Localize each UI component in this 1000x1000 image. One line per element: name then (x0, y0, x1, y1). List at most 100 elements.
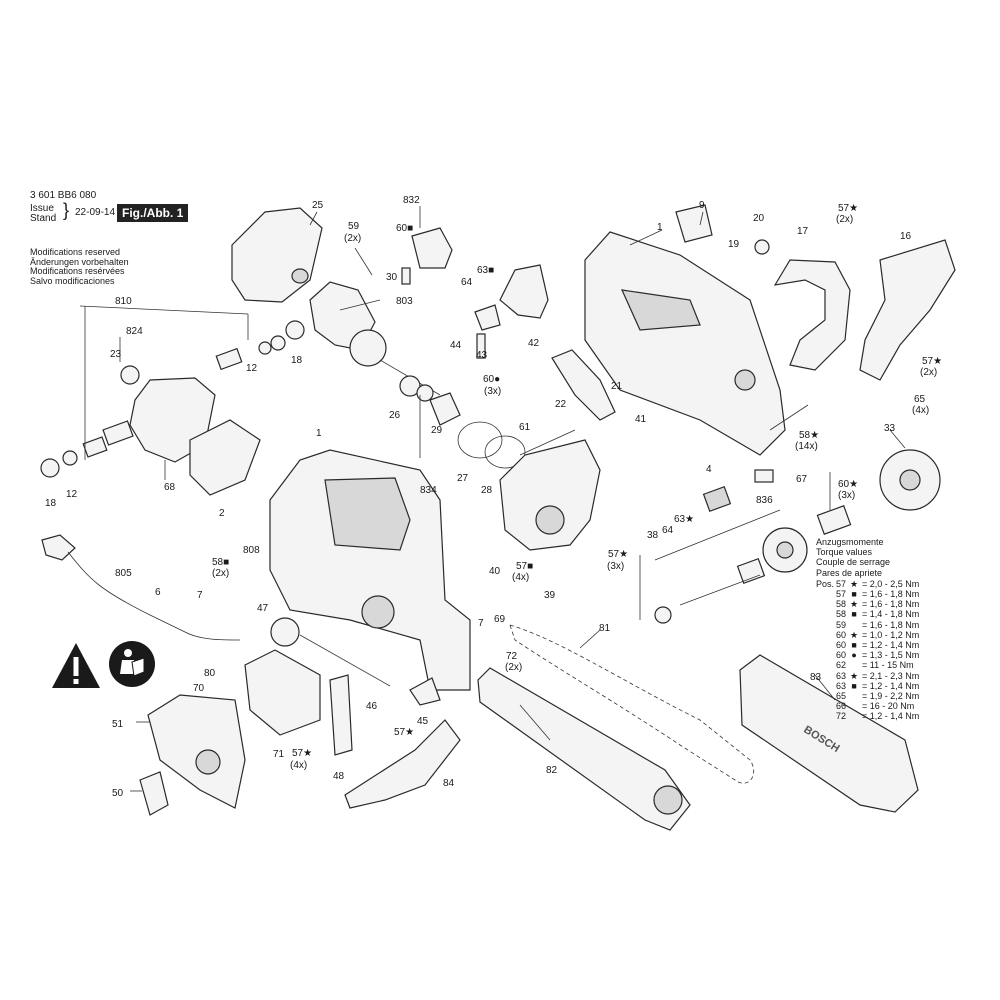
callout-72: 72 (506, 651, 518, 662)
callout-64b: 64 (662, 525, 674, 536)
callout-60a: 60■ (396, 223, 414, 234)
housing-part-1-upper (584, 231, 786, 456)
torque-row: 60★= 1,0 - 1,2 Nm (816, 630, 921, 640)
callout-27: 27 (457, 473, 469, 484)
torque-value: = 1,9 - 2,2 Nm (862, 691, 920, 702)
callout-69: 69 (494, 614, 506, 625)
callout-57f: 57★ (394, 727, 415, 738)
callout-58bq: (2x) (212, 568, 230, 579)
torque-pos: 62 (836, 660, 847, 671)
torque-row: 60●= 1,3 - 1,5 Nm (816, 650, 921, 660)
torque-symbol (848, 660, 862, 670)
callout-60c: 60★ (838, 479, 859, 490)
torque-symbol: ■ (851, 640, 857, 651)
part-4 (702, 486, 732, 512)
callout-80: 80 (204, 668, 216, 679)
torque-heading: Pares de apriete (816, 567, 883, 578)
part-84 (344, 719, 461, 809)
torque-value: = 16 - 20 Nm (862, 701, 915, 712)
power-cord-part-805 (41, 534, 241, 641)
callout-64a: 64 (461, 277, 473, 288)
brace: } (63, 200, 70, 220)
callout-28: 28 (481, 485, 493, 496)
brake-lever-part-22 (551, 349, 616, 421)
callout-51: 51 (112, 719, 124, 730)
callout-72q: (2x) (505, 662, 523, 673)
saw-chain-part-81 (509, 624, 755, 784)
callout-26: 26 (389, 410, 401, 421)
torque-symbol (848, 711, 862, 721)
torque-symbol: ■ (851, 680, 857, 691)
callout-836: 836 (756, 495, 773, 506)
torque-pos-label (816, 650, 836, 660)
torque-row: 63★= 2,1 - 2,3 Nm (816, 671, 921, 681)
callout-834: 834 (420, 485, 437, 496)
torque-row: 62= 11 - 15 Nm (816, 660, 921, 670)
torque-symbol (848, 701, 862, 711)
torque-pos-label (816, 609, 836, 619)
callout-12b: 12 (66, 489, 78, 500)
guide-bar-part-82 (477, 667, 691, 831)
torque-row: Pos.57★= 2,0 - 2,5 Nm (816, 579, 921, 589)
torque-pos: 63 (836, 680, 847, 691)
callout-60b: 60● (483, 374, 501, 385)
torque-value: = 2,0 - 2,5 Nm (862, 578, 920, 589)
callout-7a: 7 (197, 590, 203, 601)
torque-symbol: ★ (849, 670, 859, 681)
sprocket-cover-part-51 (147, 694, 246, 809)
torque-pos-label: Pos. (816, 578, 835, 589)
torque-value: = 1,4 - 1,8 Nm (862, 609, 920, 620)
callout-65q: (4x) (912, 405, 930, 416)
callout-12a: 12 (246, 363, 258, 374)
torque-pos: 57 (836, 578, 847, 589)
gear-housing-part-834 (499, 439, 601, 551)
callout-18b: 18 (45, 498, 57, 509)
callout-23: 23 (110, 349, 122, 360)
sprocket-part-47 (270, 617, 300, 647)
torque-pos-label (816, 660, 836, 670)
callout-22: 22 (555, 399, 567, 410)
modifications-line: Änderungen vorbehalten (30, 256, 129, 267)
callout-57aq: (2x) (836, 214, 854, 225)
callout-18a: 18 (291, 355, 303, 366)
callout-82: 82 (546, 765, 558, 776)
torque-symbol: ■ (851, 609, 857, 620)
callout-41: 41 (635, 414, 647, 425)
torque-pos: 65 (836, 691, 847, 702)
callout-57d: 57★ (608, 549, 629, 560)
callout-2: 2 (219, 508, 225, 519)
torque-row: 60■= 1,2 - 1,4 Nm (816, 640, 921, 650)
callout-44: 44 (450, 340, 462, 351)
torque-pos: 58 (836, 599, 847, 610)
torque-row: 65 = 1,9 - 2,2 Nm (816, 691, 921, 701)
callout-9: 9 (699, 200, 705, 211)
callout-19: 19 (728, 239, 740, 250)
torque-pos: 60 (836, 629, 847, 640)
callout-30: 30 (386, 272, 398, 283)
torque-symbol: ★ (849, 578, 859, 589)
torque-row: 66= 16 - 20 Nm (816, 701, 921, 711)
handle-part-17 (773, 259, 851, 371)
callout-57dq: (3x) (607, 561, 625, 572)
callout-25: 25 (312, 200, 324, 211)
callout-70: 70 (193, 683, 205, 694)
callout-832: 832 (403, 195, 420, 206)
torque-pos-label (816, 671, 836, 681)
torque-pos: 63 (836, 670, 847, 681)
callout-1b: 1 (316, 428, 322, 439)
torque-row: 57■= 1,6 - 1,8 Nm (816, 589, 921, 599)
callout-81: 81 (599, 623, 611, 634)
torque-value: = 1,2 - 1,4 Nm (862, 711, 920, 722)
torque-symbol: ● (851, 650, 857, 661)
issue-date: 22-09-14 (75, 207, 116, 218)
part-67 (754, 469, 774, 483)
stand-label: Stand (30, 213, 57, 224)
warning-triangle-icon (52, 643, 100, 688)
torque-value: = 1,6 - 1,8 Nm (862, 599, 920, 610)
bar-cover-part-83: BOSCH (739, 654, 919, 813)
callout-60cq: (3x) (838, 490, 856, 501)
torque-heading: Torque values (816, 547, 873, 558)
torque-row: 63■= 1,2 - 1,4 Nm (816, 681, 921, 691)
